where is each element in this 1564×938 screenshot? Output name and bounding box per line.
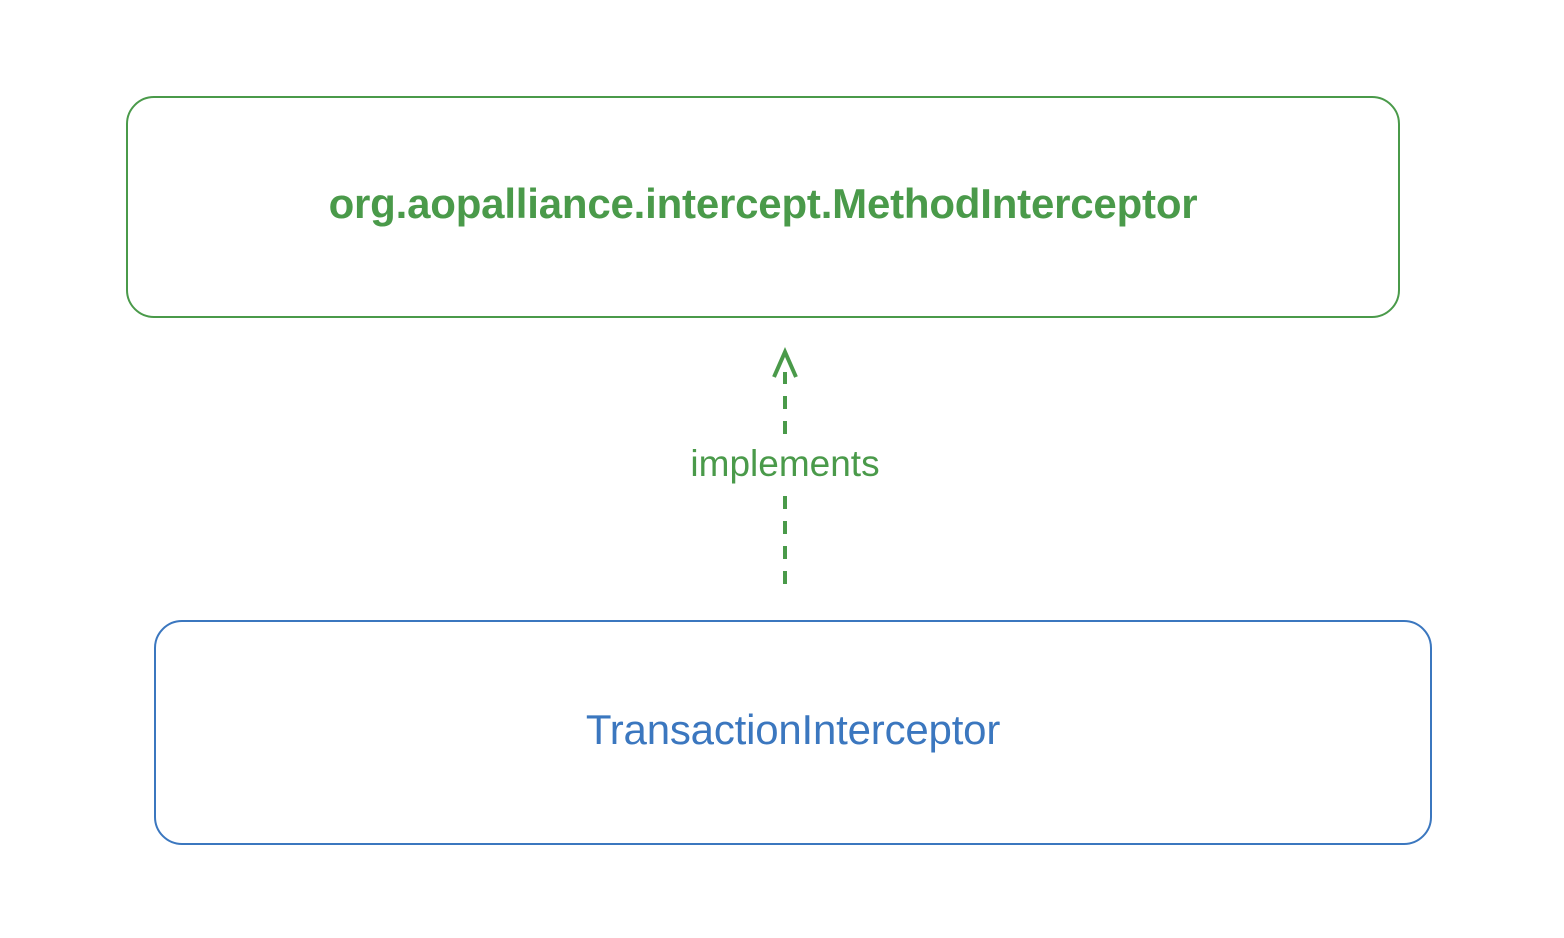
node-label-method-interceptor: org.aopalliance.intercept.MethodIntercep… bbox=[328, 179, 1198, 227]
edge-label-implements: implements bbox=[650, 440, 920, 489]
node-label-transaction-interceptor: TransactionInterceptor bbox=[585, 706, 1001, 754]
node-transaction-interceptor[interactable]: TransactionInterceptor bbox=[154, 620, 1432, 845]
edge-arrowhead-open-chevron bbox=[772, 347, 798, 378]
node-method-interceptor[interactable]: org.aopalliance.intercept.MethodIntercep… bbox=[126, 96, 1400, 318]
